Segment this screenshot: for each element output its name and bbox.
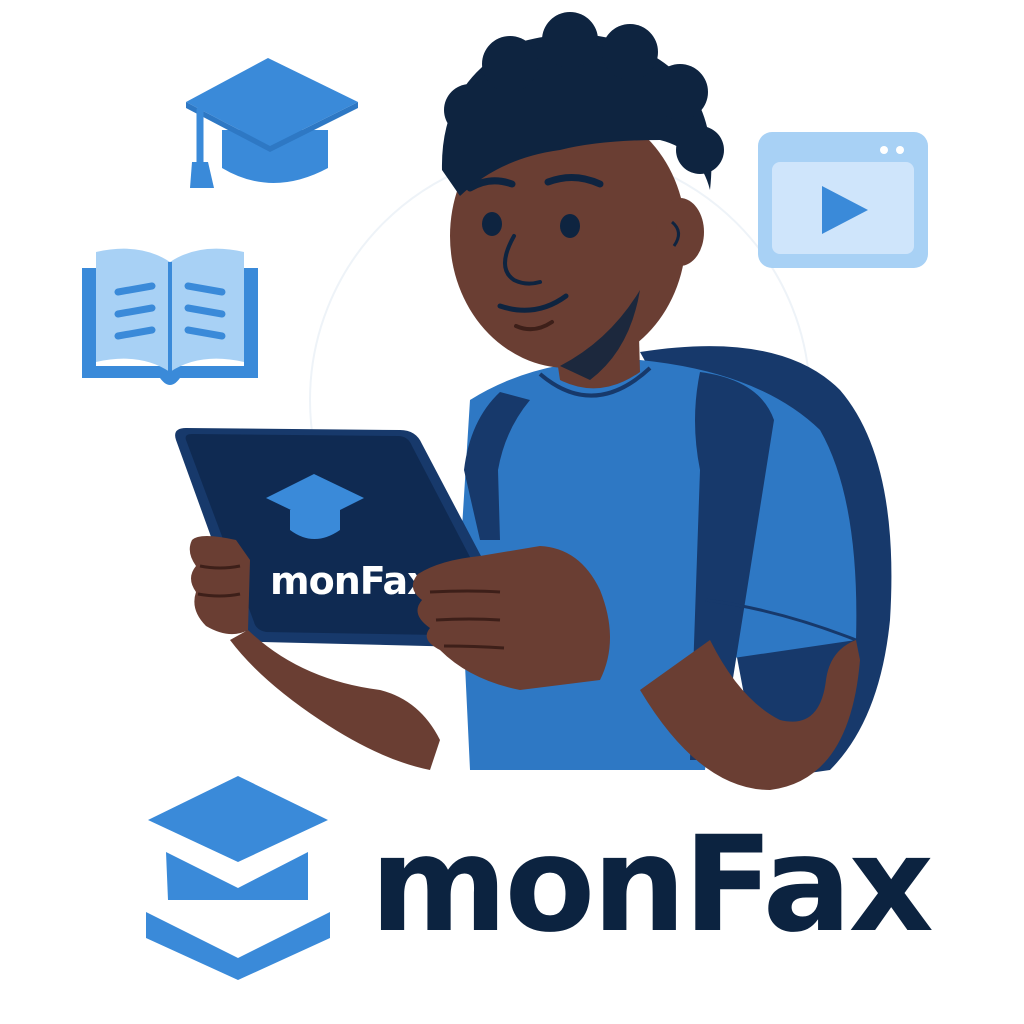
hands xyxy=(189,536,610,770)
tablet-cap-logo xyxy=(266,474,364,539)
brand-logo-mark xyxy=(146,776,330,980)
tablet-brand-label: monFax xyxy=(270,559,431,603)
graduation-cap-icon xyxy=(186,58,358,188)
open-book-icon xyxy=(82,248,258,385)
brand-name: monFax xyxy=(370,808,933,962)
video-player-icon xyxy=(758,132,928,268)
